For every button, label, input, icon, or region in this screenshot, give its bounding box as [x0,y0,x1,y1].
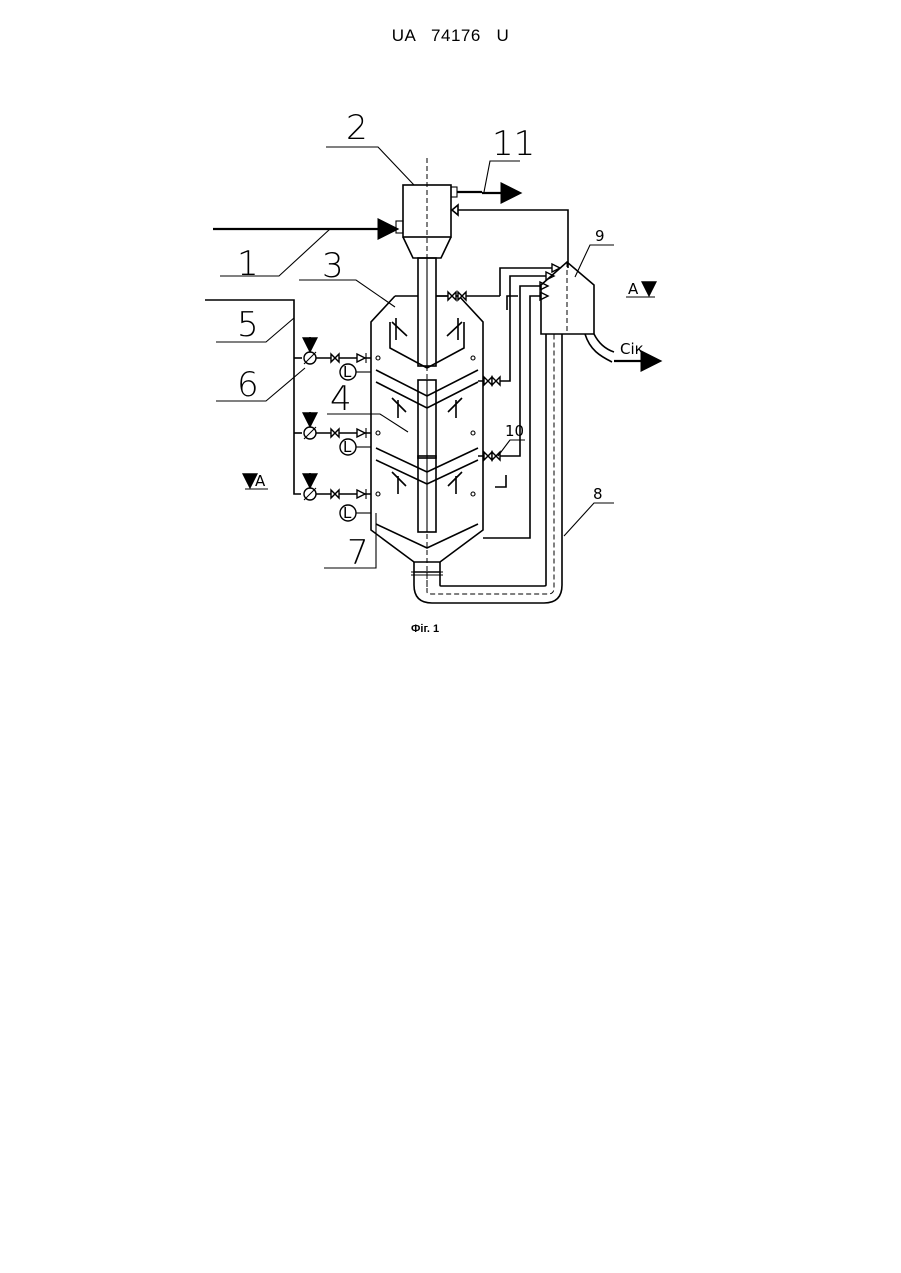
drain-label: Сік [620,340,644,358]
feed-row-1: L [304,337,371,381]
separator-2 [396,185,458,366]
label-9: 9 [595,227,605,245]
svg-text:A: A [255,472,266,490]
svg-text:L: L [343,504,352,522]
label-1: 1 [237,244,259,284]
leader-9 [575,245,614,277]
svg-text:A: A [628,280,639,298]
leader-6 [216,368,305,401]
return-line [458,210,568,268]
label-11: 11 [492,124,535,164]
label-7: 7 [347,533,369,573]
svg-text:L: L [343,438,352,456]
leader-8 [564,503,614,536]
label-8: 8 [593,485,603,503]
section-mark-left: A [245,472,268,490]
label-10: 10 [505,422,524,440]
label-3: 3 [322,246,344,286]
label-4: 4 [330,379,352,419]
leader-2 [326,147,414,185]
leader-10 [498,440,525,456]
label-2: 2 [346,108,368,148]
label-6: 6 [237,365,259,405]
section-mark-right: A [626,280,655,298]
feed-row-3: L [304,473,371,522]
leader-3 [299,280,395,307]
recirculation-pipe-8 [411,334,614,603]
figure-caption: Фіг. 1 [411,623,439,635]
label-5: 5 [237,305,259,345]
leader-11 [484,161,520,192]
